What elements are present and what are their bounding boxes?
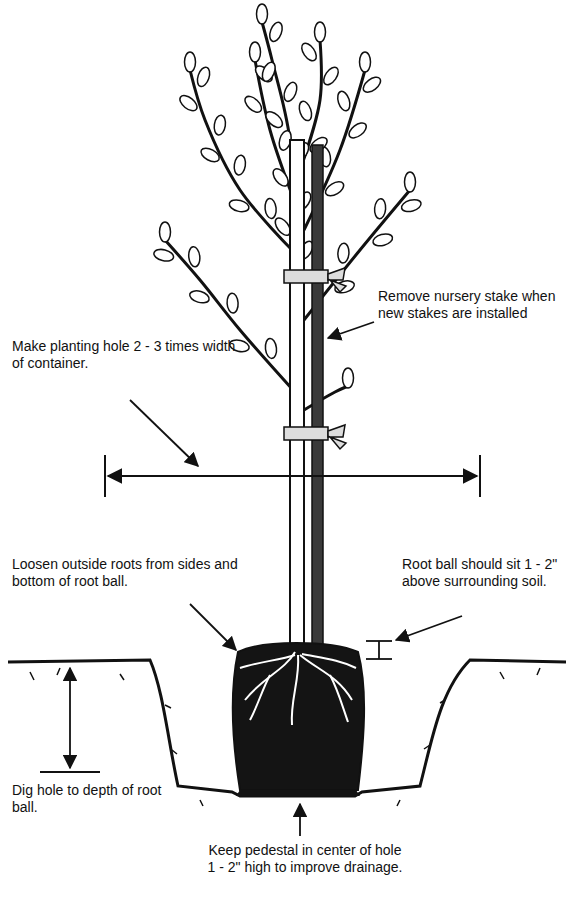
leaf: [270, 166, 291, 189]
depth-note: Dig hole to depth of root ball.: [12, 782, 162, 816]
leaf: [213, 114, 227, 135]
pedestal-note: Keep pedestal in center of hole 1 - 2" h…: [205, 842, 405, 876]
leaf: [264, 198, 277, 219]
leaf: [299, 41, 319, 64]
tree-branch: [304, 386, 348, 410]
leaf: [267, 21, 284, 44]
hole-width-note: Make planting hole 2 - 3 times width of …: [12, 338, 244, 372]
tree-branch: [165, 240, 293, 390]
height-note: Root ball should sit 1 - 2" above surrou…: [402, 556, 568, 590]
leaf: [361, 74, 384, 95]
leaf: [153, 248, 175, 263]
leaf: [400, 198, 422, 214]
height-marker: [366, 641, 392, 659]
leaf: [346, 120, 369, 141]
leaf: [257, 4, 268, 24]
leaf: [185, 52, 196, 72]
leaf: [405, 172, 416, 192]
root-ball: [233, 643, 364, 790]
leaf: [250, 42, 261, 62]
leaf: [226, 293, 238, 314]
leaf: [188, 289, 210, 305]
leaf: [321, 65, 341, 88]
leaf: [263, 109, 285, 131]
leaf: [336, 90, 353, 112]
leaf: [160, 222, 171, 242]
leaf: [233, 154, 247, 175]
leaf: [177, 93, 200, 114]
leaf: [374, 198, 387, 219]
leaf: [337, 243, 349, 264]
tree-tie: [284, 268, 346, 449]
depth-dimension: [40, 668, 100, 772]
leaf: [195, 66, 212, 88]
width-dimension: [105, 455, 480, 497]
root-note: Loosen outside roots from sides and bott…: [12, 556, 244, 590]
leaf: [188, 246, 201, 267]
leaf: [228, 198, 250, 214]
leaf: [360, 52, 371, 72]
leaf: [260, 60, 278, 83]
leaf: [282, 81, 300, 104]
leaf: [323, 179, 346, 199]
leaf: [315, 22, 326, 42]
leaf: [372, 232, 394, 248]
roots: [240, 652, 356, 725]
stake-note: Remove nursery stake when new stakes are…: [378, 288, 568, 322]
leaf: [343, 368, 354, 388]
leaf: [199, 145, 222, 164]
tree-branch: [255, 60, 294, 200]
leaf: [242, 93, 264, 115]
nursery-stake: [312, 145, 323, 657]
pedestal: [236, 790, 360, 796]
tree-trunk: [290, 140, 304, 655]
tree-leaves: [153, 4, 423, 388]
leaf: [297, 100, 314, 122]
leaf: [264, 338, 277, 359]
